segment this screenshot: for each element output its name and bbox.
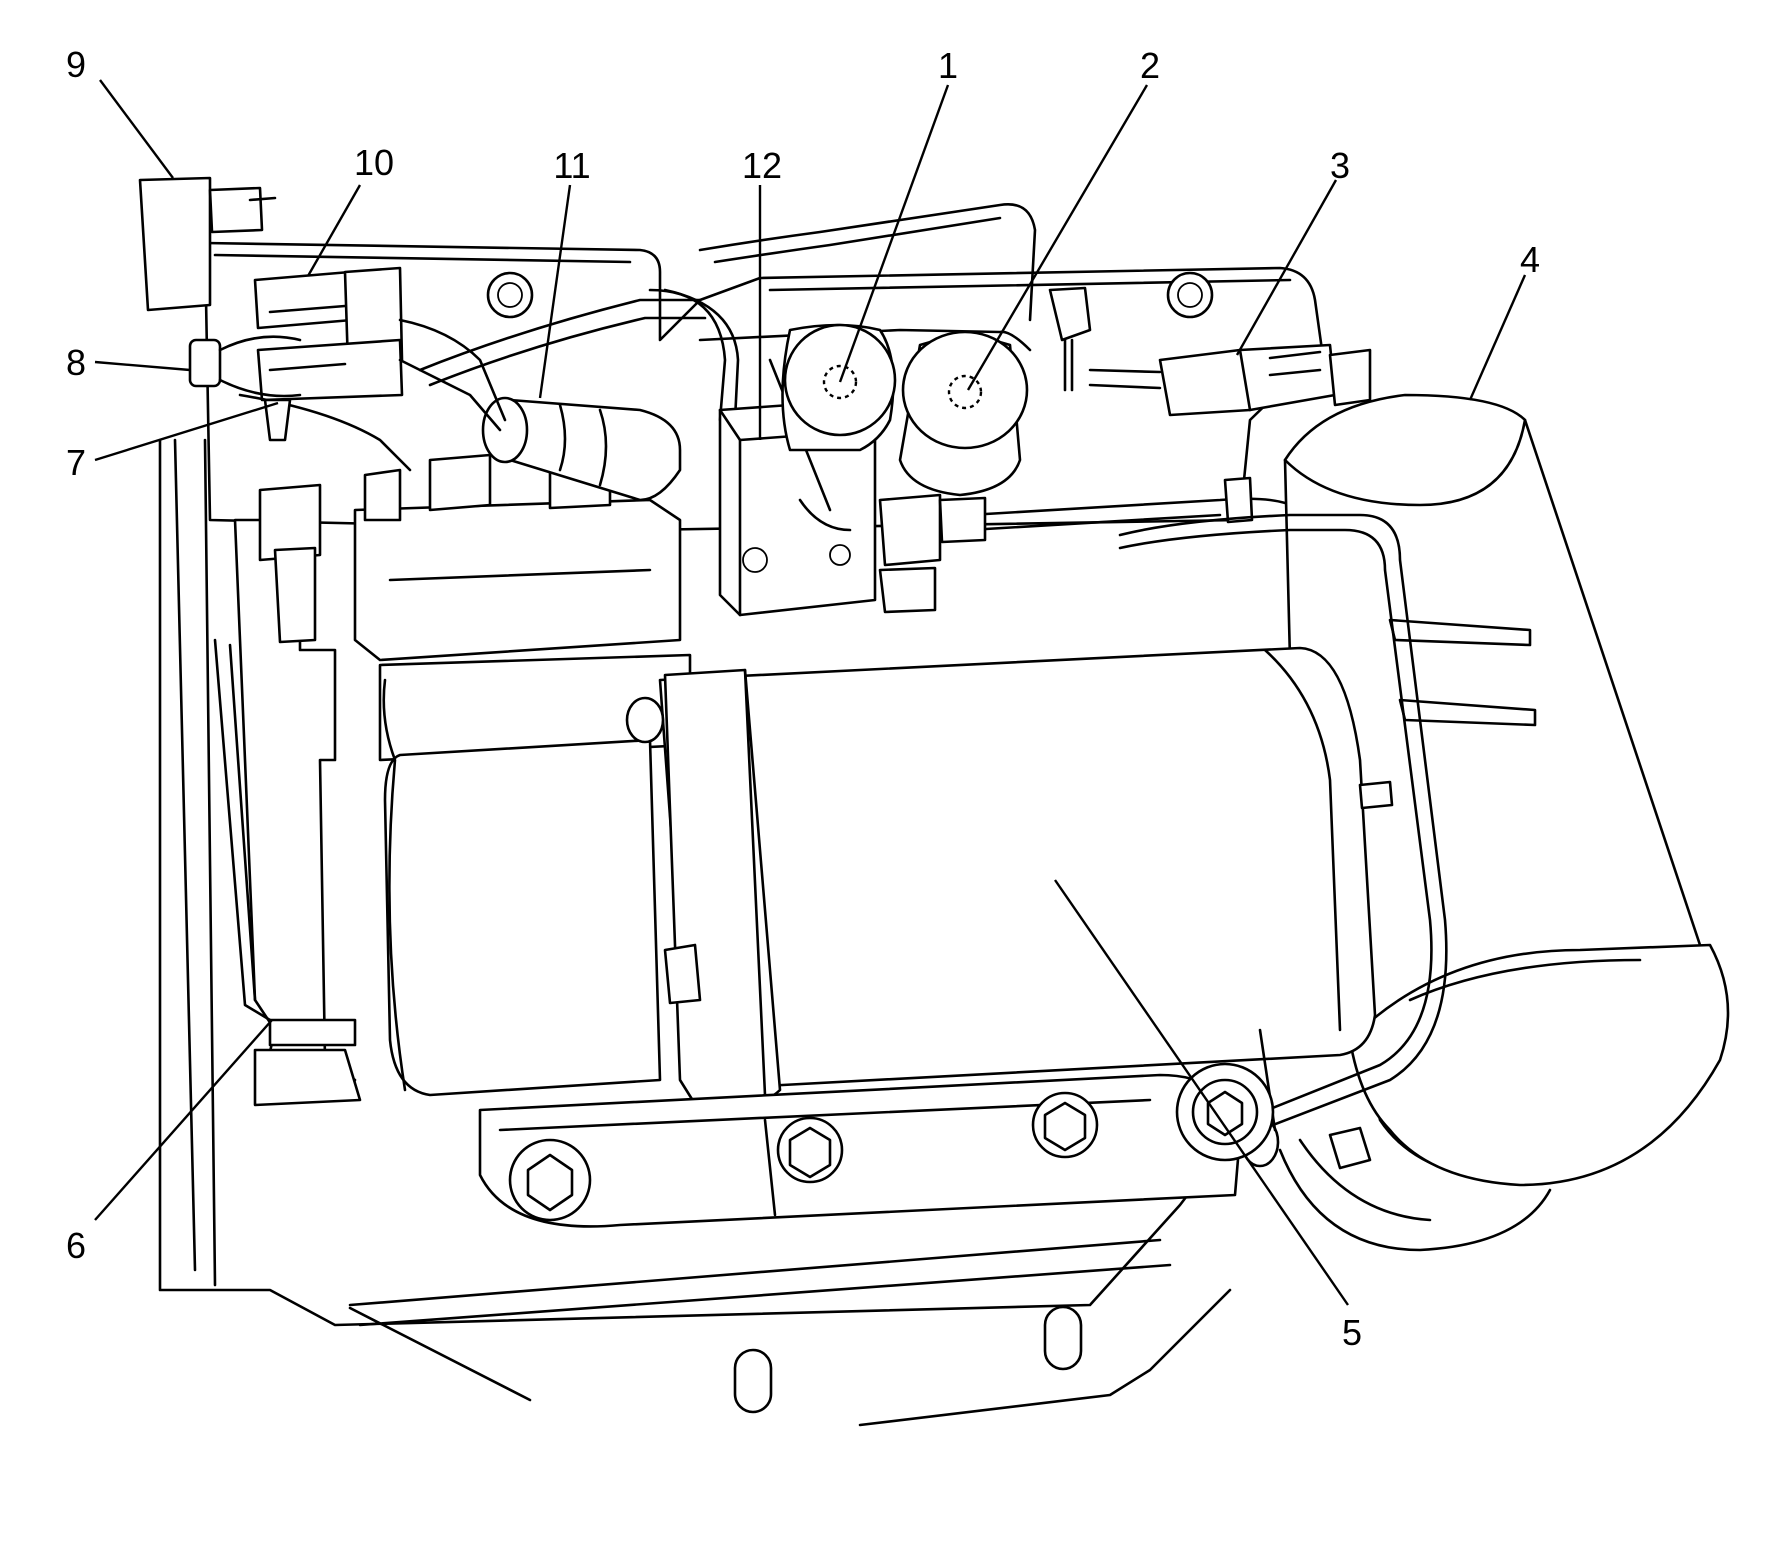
leader-8 <box>94 360 191 372</box>
hex-nut-1 <box>526 1153 574 1212</box>
leader-9 <box>99 79 174 179</box>
motor-base <box>478 1062 1275 1228</box>
pressure-sensor-3 <box>1048 286 1372 417</box>
air-dryer-4 <box>1278 393 1730 1252</box>
callout-8: 8 <box>66 342 86 383</box>
hex-nut-2 <box>788 1126 832 1179</box>
exhaust-solenoid <box>481 396 682 502</box>
callout-11: 11 <box>553 145 590 186</box>
leader-2 <box>966 84 1149 391</box>
leader-5 <box>1054 879 1349 1306</box>
callout-9: 9 <box>66 44 86 85</box>
center-fittings <box>878 476 1254 614</box>
solenoid-valve-1 <box>781 323 897 452</box>
mounting-plate <box>158 438 1262 1427</box>
callout-1: 1 <box>938 45 958 86</box>
valve-body <box>258 453 692 762</box>
wiring-connectors <box>138 176 507 472</box>
leader-10 <box>306 184 362 277</box>
manifold-block-12 <box>718 358 877 617</box>
leader-1 <box>838 84 950 383</box>
bracket-nut-right <box>1166 271 1214 319</box>
callout-4: 4 <box>1520 239 1540 280</box>
hex-nut-3 <box>1043 1101 1087 1152</box>
leader-4 <box>1468 274 1527 401</box>
leader-11 <box>538 184 572 399</box>
solenoid-valve-2 <box>898 330 1029 497</box>
connector-9 <box>138 176 212 312</box>
mounting-slot-right <box>1043 1305 1083 1371</box>
callout-3: 3 <box>1330 145 1350 186</box>
callout-leaders <box>94 79 1527 1306</box>
connector-8 <box>188 338 222 388</box>
ground-terminal-7 <box>263 398 292 442</box>
leader-3 <box>1235 179 1338 356</box>
callout-7: 7 <box>66 442 86 483</box>
left-side-bracket <box>213 518 362 1107</box>
callout-10: 10 <box>354 142 394 183</box>
callout-5: 5 <box>1342 1312 1362 1353</box>
bracket-nut-left <box>486 271 534 319</box>
callout-12: 12 <box>742 145 782 186</box>
leader-6 <box>94 1019 273 1221</box>
compressor-motor-5 <box>383 646 1394 1132</box>
connector-10 <box>253 270 354 330</box>
callout-6: 6 <box>66 1225 86 1266</box>
callout-2: 2 <box>1140 45 1160 86</box>
mounting-slot-left <box>733 1348 773 1414</box>
leader-7 <box>94 401 279 462</box>
callout-labels: 1 2 3 4 5 6 7 8 9 10 11 12 <box>66 44 1540 1353</box>
hex-nut-4 <box>1206 1090 1244 1137</box>
